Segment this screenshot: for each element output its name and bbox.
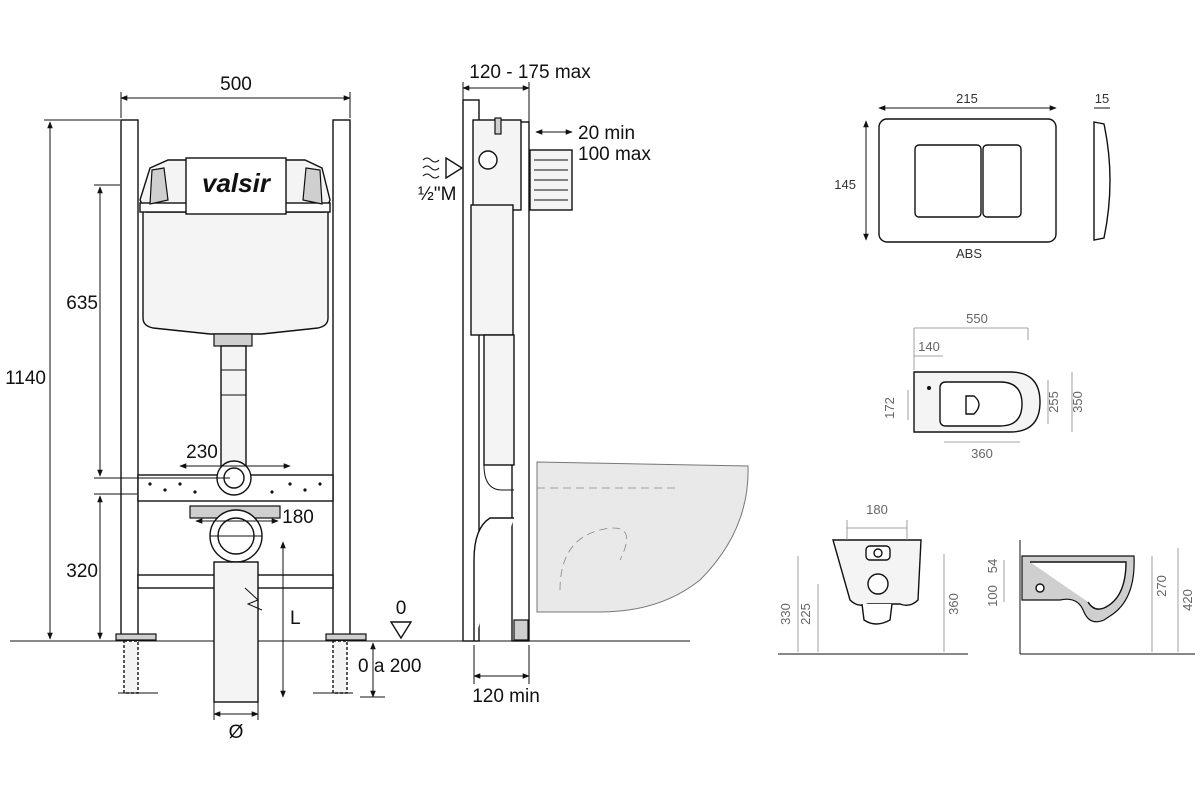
dim-height-320: 320 (66, 561, 98, 582)
wc-front-view: 180 330 225 360 (778, 502, 968, 655)
dim-height-635: 635 (66, 293, 98, 314)
dim-wc-base: 360 (971, 446, 993, 461)
dim-wc-side-420: 420 (1180, 589, 1195, 611)
plate-material: ABS (956, 246, 982, 261)
dim-floor-adjust: 0 a 200 (358, 656, 421, 677)
wc-top-view: 550 140 172 255 350 360 (882, 311, 1085, 461)
cistern-side (470, 204, 514, 336)
dim-projection-max: 100 max (578, 144, 651, 165)
dim-wc-outer-width: 350 (1070, 391, 1085, 413)
wc-front-body (832, 539, 922, 607)
dim-wc-offset: 140 (918, 339, 940, 354)
flush-button-left (914, 144, 982, 218)
dim-depth-min: 120 min (472, 686, 540, 707)
flush-plate-view: 215 15 145 ABS (834, 91, 1111, 261)
flush-button-right (982, 144, 1022, 218)
dim-wc-bolt-spacing: 180 (866, 502, 888, 517)
dim-height-1140: 1140 (5, 368, 46, 389)
cistern-tank (142, 209, 329, 335)
dim-wc-length: 550 (966, 311, 988, 326)
dim-flush-230: 230 (186, 442, 218, 463)
drain-pipe (213, 561, 259, 703)
brand-logo: valsir (202, 168, 272, 198)
water-inlet-label: ½"M (418, 184, 456, 205)
dim-wc-225: 225 (798, 603, 813, 625)
wc-side-view: 100 54 270 420 (985, 540, 1195, 655)
floor-level-zero: 0 (396, 598, 407, 619)
dim-wc-360: 360 (946, 593, 961, 615)
wc-silhouette (536, 461, 749, 613)
dim-wc-side-54: 54 (985, 559, 1000, 573)
dim-diameter: Ø (229, 722, 244, 743)
side-view: ½"M 120 - 175 max 20 min 100 max 0 0 a 2… (358, 62, 749, 707)
frame-post-right (332, 119, 351, 637)
dim-plate-thickness: 15 (1095, 91, 1109, 106)
dim-width-500: 500 (220, 74, 252, 95)
dim-wc-side-100: 100 (985, 585, 1000, 607)
flush-pipe (220, 345, 247, 467)
flush-plate-profile (1093, 121, 1111, 241)
dim-wc-side-270: 270 (1154, 575, 1169, 597)
dim-drain-180: 180 (282, 507, 314, 528)
dim-wc-330: 330 (778, 603, 793, 625)
frame-post-left (120, 119, 139, 637)
logo-plate (185, 157, 287, 215)
dim-projection-min: 20 min (578, 123, 635, 144)
dim-length-L: L (290, 608, 301, 629)
dim-wc-hole: 172 (882, 397, 897, 419)
dim-plate-width: 215 (956, 91, 978, 106)
front-view: valsir 500 1140 635 320 (5, 74, 367, 743)
dim-depth-range: 120 - 175 max (469, 62, 591, 83)
dim-wc-inner-width: 255 (1046, 391, 1061, 413)
dim-plate-height: 145 (834, 177, 856, 192)
